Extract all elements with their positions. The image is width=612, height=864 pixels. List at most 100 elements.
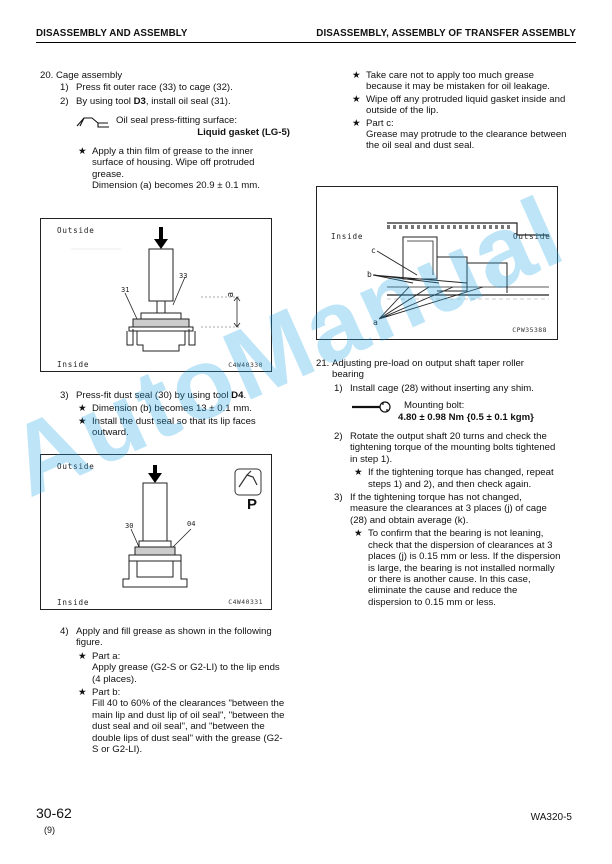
fig3-callout-c: c xyxy=(371,246,376,255)
note-too-much-grease: ★ Take care not to apply too much grease … xyxy=(316,70,568,93)
figure-dust-seal: Outside Inside C4W40331 30 04 P xyxy=(40,454,272,610)
step-20-number: 20. xyxy=(40,70,54,81)
figure-grease-points: Inside Outside c b a CPW35388 xyxy=(316,186,558,340)
step-3-number: 3) xyxy=(60,390,69,401)
tool-d4: D4 xyxy=(231,390,244,401)
step-21-3-text: If the tightening torque has not changed… xyxy=(350,492,547,526)
note-grease-text: Apply a thin film of grease to the inner… xyxy=(92,146,255,180)
step-21-1-number: 1) xyxy=(334,382,343,394)
step-21: 21.Adjusting pre-load on output shaft ta… xyxy=(316,358,558,381)
fig2-inside-label: Inside xyxy=(57,598,90,607)
part-b: ★Part b: Fill 40 to 60% of the clearance… xyxy=(40,687,288,755)
step-3-note-1: ★ Dimension (b) becomes 13 ± 0.1 mm. xyxy=(40,403,280,414)
step-21-2-number: 2) xyxy=(334,431,343,443)
fig3-callout-b: b xyxy=(367,270,372,279)
fig2-code: C4W40331 xyxy=(228,598,263,606)
step-20-1-text: Press fit outer race (33) to cage (32). xyxy=(76,82,233,94)
star-icon: ★ xyxy=(78,415,87,427)
gasket-spec: Oil seal press-fitting surface: Liquid g… xyxy=(76,115,290,138)
part-a-label: Part a: xyxy=(92,650,121,662)
step-3-post: . xyxy=(243,390,247,401)
part-c-text: Grease may protrude to the clearance bet… xyxy=(366,129,567,152)
star-icon: ★ xyxy=(78,650,87,662)
part-c-label: Part c: xyxy=(366,117,394,129)
fig2-callout-30: 30 xyxy=(125,522,134,530)
step-3-dust-seal: 3) Press-fit dust seal (30) by using tool… xyxy=(40,390,290,401)
step-21-3-number: 3) xyxy=(334,492,343,504)
star-icon: ★ xyxy=(352,117,361,129)
fig1-callout-33: 33 xyxy=(179,272,188,280)
liquid-gasket-icon xyxy=(76,115,110,132)
torque-wrench-icon xyxy=(350,400,392,417)
fig1-outside-label: Outside xyxy=(57,226,95,235)
step-21-title: Adjusting pre-load on output shaft taper… xyxy=(332,358,524,381)
note-grease: ★Apply a thin film of grease to the inne… xyxy=(40,146,278,192)
fig1-drawing xyxy=(71,227,241,352)
step-21-1-text: Install cage (28) without inserting any … xyxy=(350,382,534,394)
step-3-note-2-text: Install the dust seal so that its lip fa… xyxy=(92,415,256,439)
step-21-1: 1) Install cage (28) without inserting an… xyxy=(316,383,562,394)
fig2-p-mark: P xyxy=(247,496,258,513)
step-20-2-number: 2) xyxy=(60,95,69,107)
note-wipe-gasket: ★ Wipe off any protruded liquid gasket in… xyxy=(316,94,568,117)
part-a-text: Apply grease (G2-S or G2-LI) to the lip … xyxy=(92,662,280,685)
fig2-drawing xyxy=(122,465,262,588)
gasket-label: Oil seal press-fitting surface: xyxy=(116,115,238,127)
step-3-pre: Press-fit dust seal (30) by using tool xyxy=(76,390,232,401)
star-icon: ★ xyxy=(78,403,87,415)
step-20-1: 1) Press fit outer race (33) to cage (32)… xyxy=(40,82,290,93)
star-icon: ★ xyxy=(354,467,363,479)
header-right: DISASSEMBLY, ASSEMBLY OF TRANSFER ASSEMB… xyxy=(316,28,576,39)
note-too-much-grease-text: Take care not to apply too much grease b… xyxy=(366,70,550,93)
step-21-3-note: ★ To confirm that the bearing is not lean… xyxy=(316,528,562,608)
fig2-callout-04: 04 xyxy=(187,520,196,528)
note-dim-a: Dimension (a) becomes 20.9 ± 0.1 mm. xyxy=(92,180,260,192)
left-column: 20.Cage assembly 1) Press fit outer race … xyxy=(40,70,290,192)
fig1-inside-label: Inside xyxy=(57,360,90,369)
step-20-2-post: , install oil seal (31). xyxy=(145,95,231,107)
step-21-3-note-text: To confirm that the bearing is not leani… xyxy=(368,528,561,608)
grease-tool-icon xyxy=(234,468,262,496)
note-wipe-gasket-text: Wipe off any protruded liquid gasket ins… xyxy=(366,93,566,117)
bolt-value: 4.80 ± 0.98 Nm {0.5 ± 0.1 kgm} xyxy=(398,411,534,423)
step-20-2-pre: By using tool xyxy=(76,95,134,107)
star-icon: ★ xyxy=(352,93,361,105)
fig3-callout-a: a xyxy=(373,318,378,327)
bolt-label: Mounting bolt: xyxy=(404,400,465,412)
left-step-4: 4) Apply and fill grease as shown in the … xyxy=(40,626,290,755)
fig3-inside-label: Inside xyxy=(331,232,364,241)
right-column: ★ Take care not to apply too much grease … xyxy=(316,70,578,152)
part-b-text: Fill 40 to 60% of the clearances "betwee… xyxy=(92,698,285,756)
fig3-code: CPW35388 xyxy=(512,326,547,334)
step-21-number: 21. xyxy=(316,358,330,369)
step-21-2-note: ★ If the tightening torque has changed, r… xyxy=(316,467,562,490)
bolt-torque-spec: Mounting bolt: 4.80 ± 0.98 Nm {0.5 ± 0.1… xyxy=(350,400,578,423)
star-icon: ★ xyxy=(352,70,361,81)
header-divider xyxy=(36,42,576,43)
step-21-3: 3) If the tightening torque has not chang… xyxy=(316,492,560,526)
fig3-outside-label: Outside xyxy=(513,232,551,241)
star-icon: ★ xyxy=(354,528,363,540)
part-c: ★ Part c: Grease may protrude to the clea… xyxy=(316,118,568,152)
step-21-2: 2) Rotate the output shaft 20 turns and c… xyxy=(316,431,560,465)
tool-d3: D3 xyxy=(133,95,146,107)
step-3-note-2: ★ Install the dust seal so that its lip f… xyxy=(40,416,280,439)
star-icon: ★ xyxy=(78,687,87,699)
step-21-2-note-text: If the tightening torque has changed, re… xyxy=(368,467,554,490)
step-20-2: 2) By using tool D3, install oil seal (31… xyxy=(40,96,290,107)
header-left: DISASSEMBLY AND ASSEMBLY xyxy=(36,28,188,39)
step-21-2-text: Rotate the output shaft 20 turns and che… xyxy=(350,431,556,465)
step-20: 20.Cage assembly xyxy=(40,70,290,81)
step-20-1-number: 1) xyxy=(60,82,69,94)
step-3-note-1-text: Dimension (b) becomes 13 ± 0.1 mm. xyxy=(92,403,252,415)
step-4: 4) Apply and fill grease as shown in the … xyxy=(40,626,290,649)
step-4-text: Apply and fill grease as shown in the fo… xyxy=(76,626,272,649)
fig1-callout-31: 31 xyxy=(121,286,130,294)
page-number: 30-62 xyxy=(36,805,72,821)
fig2-outside-label: Outside xyxy=(57,462,95,471)
machine-model: WA320-5 xyxy=(530,812,572,823)
page-revision: (9) xyxy=(44,825,55,835)
step-4-number: 4) xyxy=(60,626,69,637)
fig3-drawing xyxy=(372,222,549,320)
step-20-title: Cage assembly xyxy=(56,70,123,81)
